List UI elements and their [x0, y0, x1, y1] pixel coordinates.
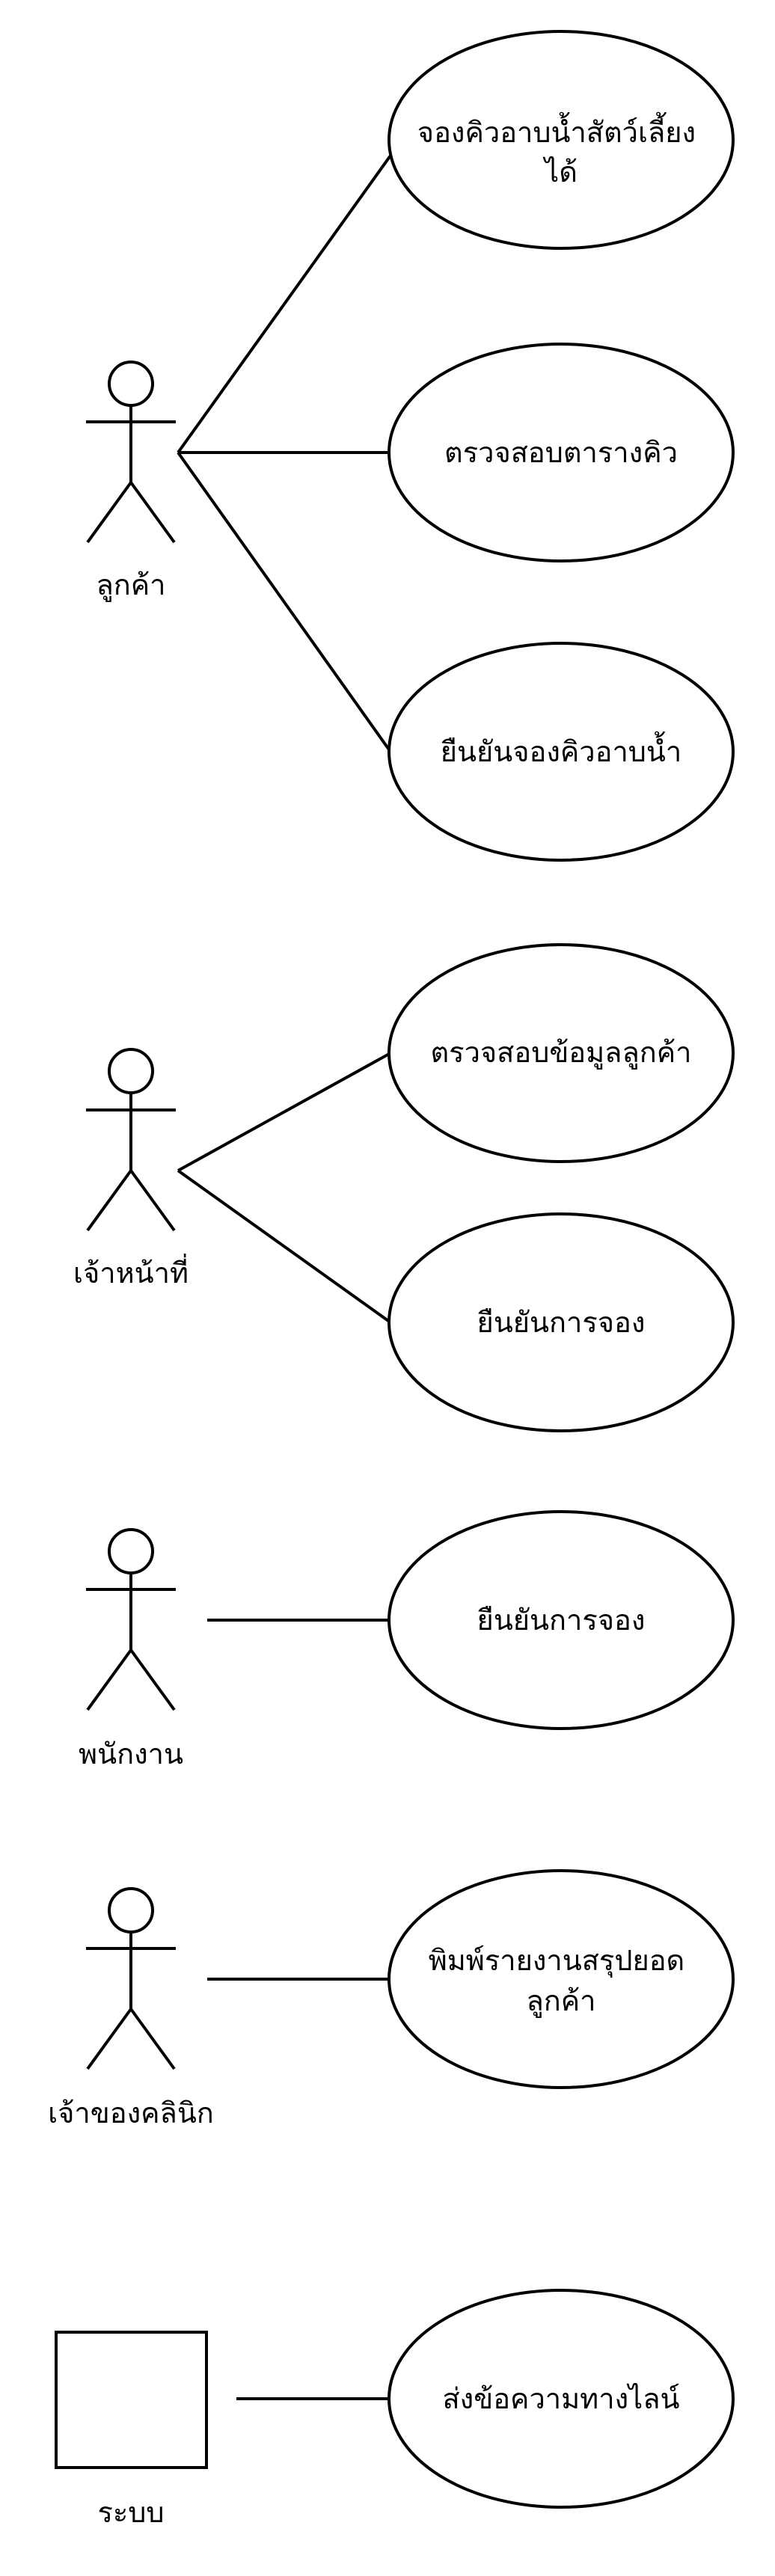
actor-label: เจ้าของคลินิก: [48, 2097, 214, 2129]
use-case-check-schedule: ตรวจสอบตารางคิว: [388, 343, 735, 562]
association-customer-confirm-bath: [177, 451, 392, 753]
actor-label: เจ้าหน้าที่: [73, 1254, 189, 1289]
use-case-check-customer: ตรวจสอบข้อมูลลูกค้า: [388, 943, 735, 1163]
actor-employee: พนักงาน: [79, 1528, 183, 1770]
association-customer-book-bath: [177, 154, 392, 454]
use-case-label: ตรวจสอบข้อมูลลูกค้า: [430, 1036, 691, 1070]
use-case-print-report: พิมพ์รายงานสรุปยอด ลูกค้า: [388, 1869, 735, 2089]
use-case-send-line: ส่งข้อความทางไลน์: [388, 2289, 735, 2509]
association-lines: [177, 154, 392, 2400]
actor-staff: เจ้าหน้าที่: [73, 1048, 189, 1289]
use-case-label: ส่งข้อความทางไลน์: [442, 2382, 679, 2415]
use-case-confirm-booking-staff: ยืนยันการจอง: [388, 1212, 735, 1432]
actor-label: พนักงาน: [79, 1738, 183, 1770]
actor-system: ระบบ: [55, 2331, 208, 2529]
use-case-label: ยืนยันการจอง: [477, 1604, 646, 1637]
use-case-label: จองคิวอาบน้ำสัตว์เลี้ยง ได้: [417, 111, 705, 188]
use-case-confirm-bath: ยืนยันจองคิวอาบน้ำ: [388, 642, 735, 862]
use-case-label: ยืนยันการจอง: [477, 1306, 646, 1339]
actor-label: ระบบ: [97, 2496, 164, 2529]
use-case-label: ตรวจสอบตารางคิว: [444, 436, 678, 469]
actor-customer: ลูกค้า: [86, 361, 176, 602]
system-box-icon: [55, 2331, 208, 2469]
stick-figure-icon: [86, 1887, 176, 2070]
use-case-book-bath: จองคิวอาบน้ำสัตว์เลี้ยง ได้: [388, 30, 735, 250]
association-staff-confirm-booking: [177, 1169, 392, 1324]
use-case-label: ยืนยันจองคิวอาบน้ำ: [441, 731, 681, 768]
stick-figure-icon: [86, 1048, 176, 1232]
use-case-label: พิมพ์รายงานสรุปยอด ลูกค้า: [429, 1944, 694, 2018]
association-staff-check-customer: [177, 1052, 391, 1172]
use-case-confirm-booking-employee: ยืนยันการจอง: [388, 1510, 735, 1730]
stick-figure-icon: [86, 1528, 176, 1711]
actor-clinic-owner: เจ้าของคลินิก: [48, 1887, 214, 2129]
actor-label: ลูกค้า: [96, 568, 165, 602]
stick-figure-icon: [86, 361, 176, 544]
